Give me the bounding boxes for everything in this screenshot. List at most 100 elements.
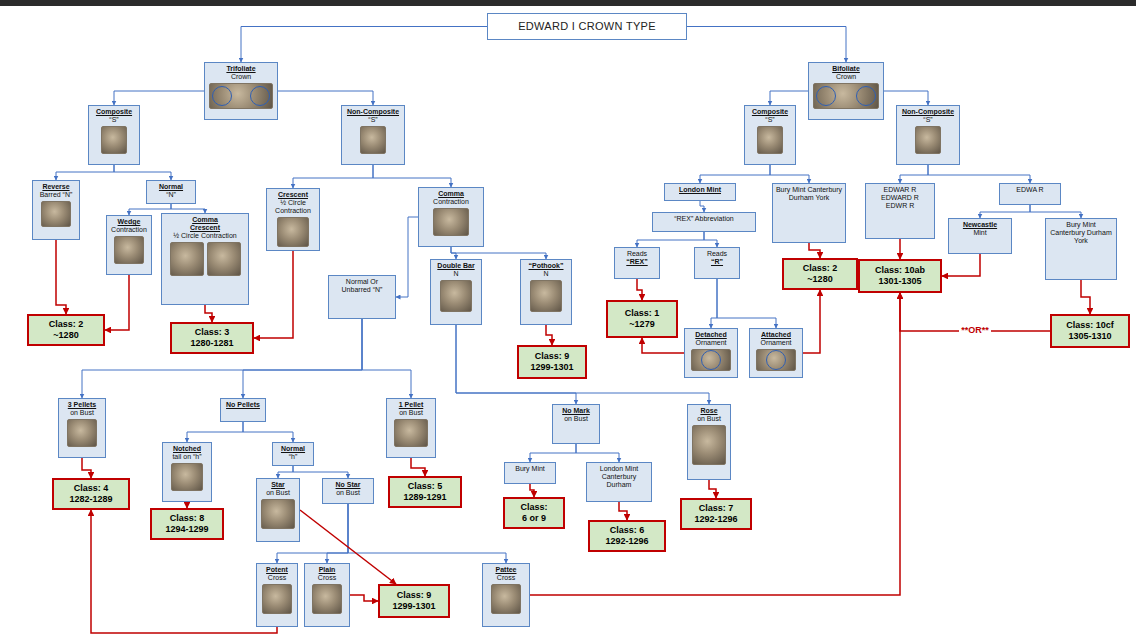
coin-photo (209, 83, 273, 109)
node-text: on Bust (564, 415, 588, 423)
class-result-box: Class: 1~1279 (606, 300, 678, 338)
criterion-box: Normal“h” (272, 442, 314, 466)
photo-row (756, 349, 796, 371)
coin-photo (207, 242, 241, 276)
criterion-box: TrifoliateCrown (204, 62, 278, 120)
criterion-box: Non-Composite“S” (341, 105, 405, 165)
result-arrow (530, 484, 534, 497)
node-text: Normal (281, 445, 305, 453)
criterion-box: ReverseBarred “N” (32, 180, 80, 240)
result-arrow (803, 290, 820, 353)
photo-row (41, 201, 71, 227)
node-text: Crescent (278, 191, 308, 199)
class-result-box: Class: 2~1280 (782, 258, 858, 290)
criterion-box: Bury Mint Canterbury Durham York (772, 183, 846, 243)
branch-connector (278, 91, 373, 105)
result-arrow (709, 480, 716, 498)
class-text: 1299-1301 (530, 362, 573, 372)
result-arrow (619, 502, 627, 520)
photo-row (691, 349, 731, 371)
result-arrow (205, 305, 212, 322)
coin-photo (813, 83, 879, 109)
top-band (0, 0, 1136, 6)
criterion-box: BifoliateCrown (808, 62, 884, 120)
coin-photo (394, 419, 428, 447)
criterion-box: No Staron Bust (322, 478, 374, 504)
node-text: EDWARD I CROWN TYPE (518, 20, 656, 33)
criterion-box: Reads“R” (694, 247, 740, 279)
criterion-box: PotentCross (256, 563, 298, 627)
class-text: 1301-1305 (878, 276, 921, 286)
result-arrow (942, 254, 980, 276)
class-text: Class: (520, 502, 547, 512)
class-result-box: Class: 10cf1305-1310 (1050, 314, 1130, 348)
criterion-box: London Mint Canterbury Durham (586, 462, 652, 502)
criterion-box: Non-Composite“S” (896, 105, 960, 165)
class-text: 1280-1281 (190, 338, 233, 348)
criterion-box: Normal“N” (146, 180, 196, 204)
branch-connector (717, 279, 776, 328)
class-text: 1299-1301 (392, 601, 435, 611)
title-box: EDWARD I CROWN TYPE (487, 13, 687, 40)
branch-connector (700, 165, 770, 183)
branch-connector (900, 165, 928, 183)
class-text: 1282-1289 (69, 494, 112, 504)
branch-connector (928, 165, 1030, 183)
node-text: on Bust (399, 409, 423, 417)
result-arrow (91, 510, 277, 633)
criterion-box: London Mint (664, 183, 736, 201)
node-text: Detached (695, 331, 727, 339)
branch-connector (293, 165, 373, 188)
node-text: Reverse (42, 183, 69, 191)
criterion-box: AttachedOrnament (749, 328, 803, 378)
node-text: Non-Composite (902, 108, 954, 116)
node-text: “S” (109, 116, 118, 124)
highlight-circle (766, 350, 786, 370)
photo-row (67, 419, 97, 447)
class-text: Class: 10ab (875, 265, 925, 275)
branch-connector (980, 205, 1030, 218)
branch-connector (687, 27, 846, 63)
result-arrow (637, 279, 642, 300)
node-text: “S” (923, 116, 932, 124)
branch-connector (114, 165, 171, 180)
branch-connector (373, 165, 451, 187)
node-text: Mint (973, 229, 986, 237)
class-text: Class: 2 (49, 319, 84, 329)
node-text: “S” (368, 116, 377, 124)
class-text: 1294-1299 (165, 524, 208, 534)
branch-connector (576, 444, 619, 462)
node-text: Cross (318, 574, 336, 582)
node-text: Pattee (495, 566, 516, 574)
criterion-box: “REX” Abbreviation (652, 212, 756, 232)
branch-connector (114, 91, 204, 105)
class-text: 1289-1291 (403, 492, 446, 502)
branch-connector (187, 422, 243, 442)
node-text: Ornament (760, 339, 791, 347)
branch-connector (456, 325, 576, 404)
coin-photo (114, 236, 144, 264)
coin-photo (101, 126, 127, 154)
criterion-box: Bury Mint Canterbury Durham York (1045, 218, 1117, 280)
result-arrow (56, 240, 66, 314)
node-text: London Mint Canterbury Durham (589, 465, 649, 489)
result-arrow (82, 458, 91, 478)
result-arrow (411, 458, 425, 476)
class-text: 6 or 9 (522, 513, 546, 523)
class-text: Class: 1 (625, 308, 660, 318)
branch-connector (451, 247, 546, 259)
result-arrow (254, 251, 293, 338)
result-arrow (642, 338, 684, 353)
criterion-box: EDWAR REDWARD REDWR R (865, 183, 935, 239)
coin-photo (691, 349, 731, 371)
node-text: “R” (711, 258, 723, 266)
highlight-circle (856, 86, 876, 106)
coin-photo (915, 126, 941, 154)
node-text: Reads (707, 250, 727, 258)
node-text: Wedge (118, 218, 141, 226)
criterion-box: CommaContraction (418, 187, 484, 247)
coin-photo (171, 463, 203, 491)
node-text: No Pellets (226, 401, 260, 409)
node-text: London Mint (679, 186, 721, 194)
